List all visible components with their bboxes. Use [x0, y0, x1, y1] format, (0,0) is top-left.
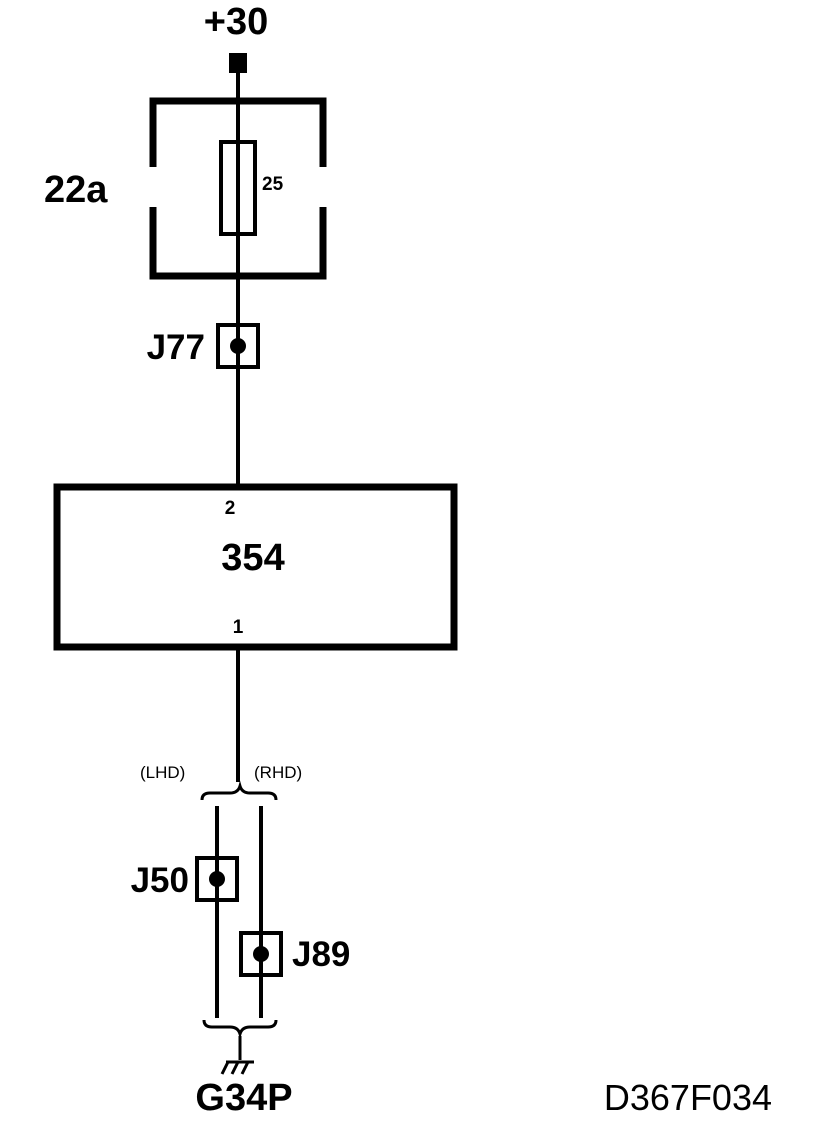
connector-j89	[239, 931, 283, 977]
component-pin-bottom: 1	[233, 617, 244, 638]
variant-label-rhd: (RHD)	[254, 763, 302, 782]
ground-icon	[220, 1036, 254, 1075]
variant-label-lhd: (LHD)	[140, 763, 185, 782]
fuse-rating: 25	[262, 174, 284, 195]
variant-brace-top	[200, 780, 278, 801]
connector-j50	[195, 856, 239, 902]
supply-label: +30	[204, 1, 268, 43]
fuse-box-label: 22a	[44, 169, 108, 211]
connector-label-j50: J50	[131, 861, 189, 900]
component-354	[53, 483, 458, 651]
drawing-code: D367F034	[604, 1077, 772, 1118]
component-pin-top: 2	[225, 498, 236, 519]
fuse-box-22a	[145, 97, 331, 280]
supply-terminal	[229, 53, 247, 73]
connector-label-j89: J89	[292, 935, 350, 974]
variant-brace-bottom	[202, 1019, 278, 1040]
component-label: 354	[221, 537, 284, 579]
ground-label: G34P	[195, 1077, 292, 1119]
connector-label-j77: J77	[147, 328, 205, 367]
connector-j77	[216, 323, 260, 369]
